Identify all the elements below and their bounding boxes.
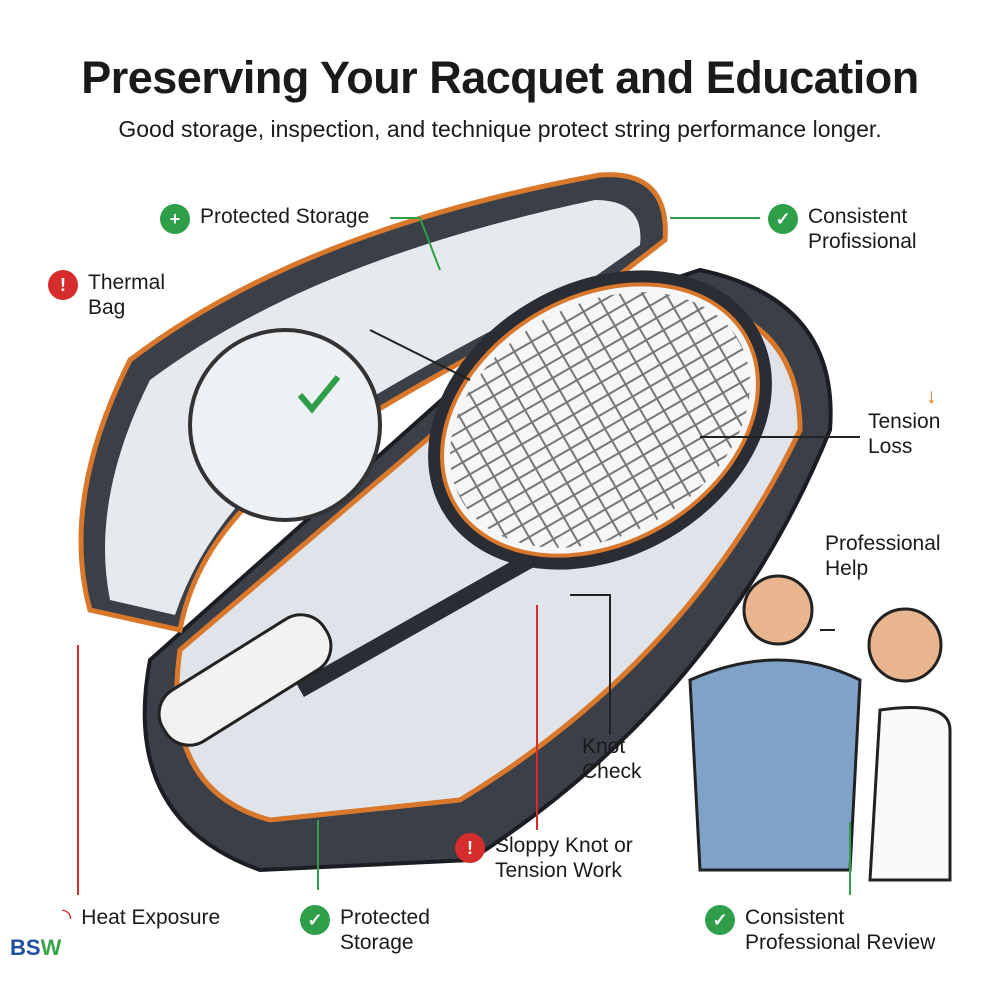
warning-triangle-icon: !: [455, 833, 485, 863]
label-protected-storage-top: + Protected Storage: [160, 204, 369, 234]
string-cross: [452, 364, 797, 566]
bag-lid-lining: [105, 200, 641, 615]
label-professional-help: Professional Help: [825, 532, 941, 580]
label-heat-exposure: ◝ Heat Exposure: [62, 904, 221, 931]
racquet-grip: [157, 613, 333, 747]
string-magnifier: [188, 328, 382, 522]
arrow-down-icon: ↓: [926, 385, 937, 408]
check-circle-icon: ✓: [300, 905, 330, 935]
string-cross: [438, 339, 786, 542]
stringer-body: [688, 658, 862, 872]
string-cross: [445, 352, 793, 554]
label-sloppy-knot: ! Sloppy Knot or Tension Work: [455, 833, 675, 883]
label-thermal-bag: ! Thermal Bag: [48, 270, 188, 320]
label-protected-storage-bottom: ✓ Protected Storage: [300, 905, 450, 955]
bsw-logo: BSW: [10, 935, 62, 960]
racquet-throat: [296, 553, 534, 697]
check-circle-icon: ✓: [768, 204, 798, 234]
customer-head: [867, 607, 943, 683]
label-tension-loss: ↓ Tension Loss: [868, 385, 941, 458]
label-consistent-professional: ✓ Consistent Profissional: [768, 204, 948, 254]
label-knot-check: Knot Check: [582, 735, 642, 783]
page-subtitle: Good storage, inspection, and technique …: [118, 116, 882, 142]
page-title: Preserving Your Racquet and Education: [81, 52, 919, 103]
plus-circle-icon: +: [160, 204, 190, 234]
string-cross: [431, 327, 779, 530]
customer-body: [868, 706, 952, 882]
label-consistent-review: ✓ Consistent Professional Review: [705, 905, 965, 955]
warning-triangle-icon: !: [48, 270, 78, 300]
heat-icon: ◝: [62, 904, 72, 931]
stringer-head: [742, 574, 814, 646]
check-circle-icon: ✓: [705, 905, 735, 935]
